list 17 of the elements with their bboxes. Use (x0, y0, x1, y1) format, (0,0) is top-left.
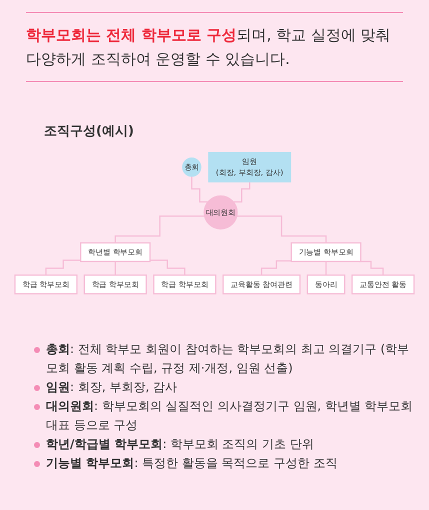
intro-text: 학부모회는 전체 학부모로 구성되며, 학교 실정에 맞춰 다양하게 조직하여 운영할 수 있습니다. (26, 12, 403, 82)
definition-text: 총회: 전체 학부모 회원이 참여하는 학부모회의 최고 의결기구 (학부모회 활동 계획 수립, 규정 제·개정, 임원 선출) (46, 341, 410, 377)
connector (114, 216, 204, 244)
definition-text: 임원: 회장, 부회장, 감사 (46, 379, 178, 396)
connector (237, 216, 327, 244)
definition-text: 대의원회: 학부모회의 실질적인 의사결정기구 임원, 학년별 학부모회 대표 등으로 구성 (46, 398, 414, 434)
definition-text: 학년/학급별 학부모회: 학부모회 조직의 기초 단위 (46, 436, 315, 453)
connector (45, 260, 81, 276)
connector (191, 176, 208, 202)
connector (358, 260, 384, 276)
diagram-title: 조직구성(예시) (44, 123, 134, 140)
connector (234, 181, 250, 202)
connector (150, 260, 186, 276)
connector (260, 260, 292, 276)
definition-text: 기능별 학부모회: 특정한 활동을 목적으로 구성한 조직 (46, 455, 338, 472)
connector (114, 260, 116, 276)
connector (325, 260, 327, 276)
